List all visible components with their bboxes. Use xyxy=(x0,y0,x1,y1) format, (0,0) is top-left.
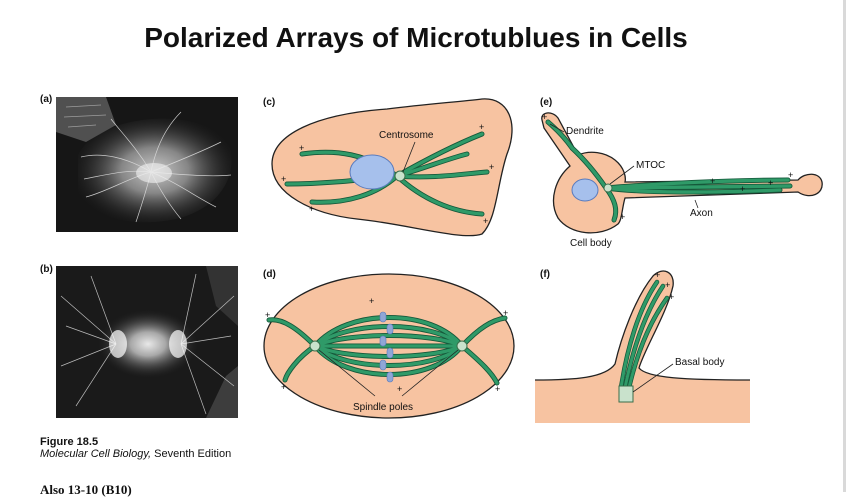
figure-caption: Figure 18.5 Molecular Cell Biology, Seve… xyxy=(40,436,231,460)
plus-marker: + xyxy=(369,296,374,306)
panel-label-f: (f) xyxy=(540,269,550,280)
panel-label-d: (d) xyxy=(263,269,276,280)
plus-marker: + xyxy=(542,112,547,122)
diagram-neuron: Dendrite MTOC Axon Cell body + + + + + + xyxy=(541,112,823,249)
micrograph-a-image xyxy=(56,97,238,232)
plus-marker: + xyxy=(669,292,674,302)
plus-marker: + xyxy=(483,216,488,226)
plus-marker: + xyxy=(740,184,745,194)
panel-label-b: (b) xyxy=(40,264,53,275)
chromosomes xyxy=(379,311,394,383)
diagram-fibroblast: Centrosome + + + + + + xyxy=(271,98,513,237)
label-centrosome: Centrosome xyxy=(379,130,434,141)
micrograph-mitotic-spindle xyxy=(56,266,238,418)
basal-body-f xyxy=(618,385,634,403)
plus-marker: + xyxy=(503,308,508,318)
plus-marker: + xyxy=(479,122,484,132)
nucleus-e xyxy=(571,178,599,202)
panel-label-a: (a) xyxy=(40,94,53,105)
panel-label-c: (c) xyxy=(263,97,276,108)
plus-marker: + xyxy=(495,384,500,394)
plus-marker: + xyxy=(655,270,660,280)
mtoc-e xyxy=(603,183,613,193)
book-edition: Seventh Edition xyxy=(151,448,232,460)
slide-title: Polarized Arrays of Microtublues in Cell… xyxy=(144,22,688,53)
plus-marker: + xyxy=(299,143,304,153)
micrograph-b-image xyxy=(56,266,238,418)
plus-marker: + xyxy=(265,310,270,320)
figure-number: Figure 18.5 xyxy=(40,436,99,448)
plus-marker: + xyxy=(768,178,773,188)
plus-marker: + xyxy=(788,170,793,180)
label-basal-body: Basal body xyxy=(675,357,724,368)
plus-marker: + xyxy=(620,212,625,222)
spindle-pole-right xyxy=(456,340,468,352)
label-spindle-poles: Spindle poles xyxy=(353,402,413,413)
label-axon: Axon xyxy=(690,208,713,219)
plus-marker: + xyxy=(397,384,402,394)
plus-marker: + xyxy=(489,162,494,172)
spindle-pole-left xyxy=(309,340,321,352)
diagram-cilium: Basal body + + + xyxy=(535,270,750,423)
nucleus-c xyxy=(349,154,395,190)
diagram-mitotic-cell: Spindle poles + + + + + + xyxy=(263,273,515,419)
panel-label-e: (e) xyxy=(540,97,553,108)
page-edge xyxy=(843,0,846,492)
plus-marker: + xyxy=(309,204,314,214)
label-mtoc: MTOC xyxy=(636,160,665,171)
plus-marker: + xyxy=(281,382,286,392)
centrosome-c xyxy=(394,170,406,182)
plus-marker: + xyxy=(281,174,286,184)
book-title: Molecular Cell Biology, xyxy=(40,448,152,460)
plus-marker: + xyxy=(710,176,715,186)
plus-marker: + xyxy=(665,280,670,290)
footer-text: Also 13-10 (B10) xyxy=(40,482,132,497)
micrograph-interphase xyxy=(56,97,238,232)
label-cell-body: Cell body xyxy=(570,238,612,249)
label-dendrite: Dendrite xyxy=(566,126,604,137)
